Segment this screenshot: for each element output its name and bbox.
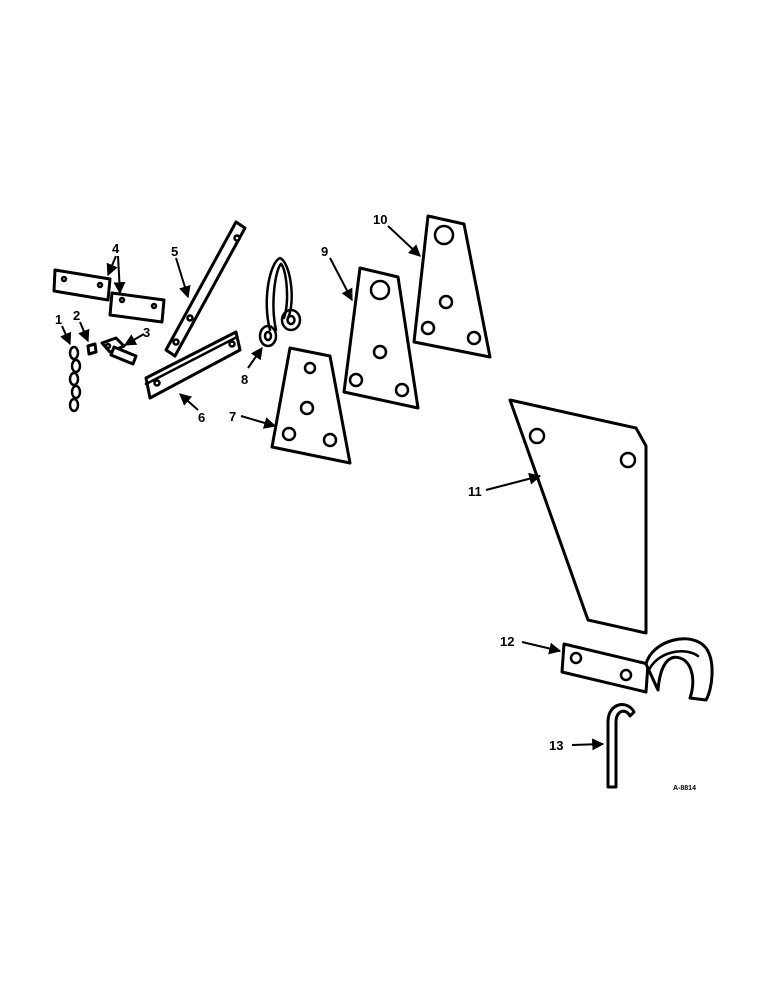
callout-12: 12 — [500, 634, 514, 649]
drawing-code: A-8814 — [673, 785, 696, 792]
callout-13: 13 — [549, 738, 563, 753]
part-12-clamp-bracket — [560, 637, 714, 702]
part-7-plate — [270, 346, 352, 465]
part-6-angle-bar — [144, 330, 242, 400]
callout-5: 5 — [171, 244, 178, 259]
callout-7: 7 — [229, 409, 236, 424]
part-11-gusset-plate — [508, 398, 648, 635]
part-4-brackets — [52, 268, 166, 324]
leader-lines — [60, 225, 605, 751]
part-3-swivel-pin — [100, 336, 138, 366]
callout-8: 8 — [241, 372, 248, 387]
part-5-diagonal-bar — [164, 220, 247, 358]
callout-10: 10 — [373, 212, 387, 227]
part-10-plate — [412, 214, 492, 359]
callout-9: 9 — [321, 244, 328, 259]
callout-6: 6 — [198, 410, 205, 425]
callout-11: 11 — [468, 484, 482, 499]
part-8-shackle — [258, 256, 302, 348]
callout-4: 4 — [112, 241, 120, 256]
part-2-clip — [86, 342, 98, 356]
callout-1: 1 — [55, 312, 62, 327]
part-9-plate — [342, 266, 420, 410]
part-13-j-hook — [606, 703, 636, 789]
callout-3: 3 — [143, 325, 150, 340]
callout-2: 2 — [73, 308, 80, 323]
part-1-chain — [68, 345, 82, 413]
